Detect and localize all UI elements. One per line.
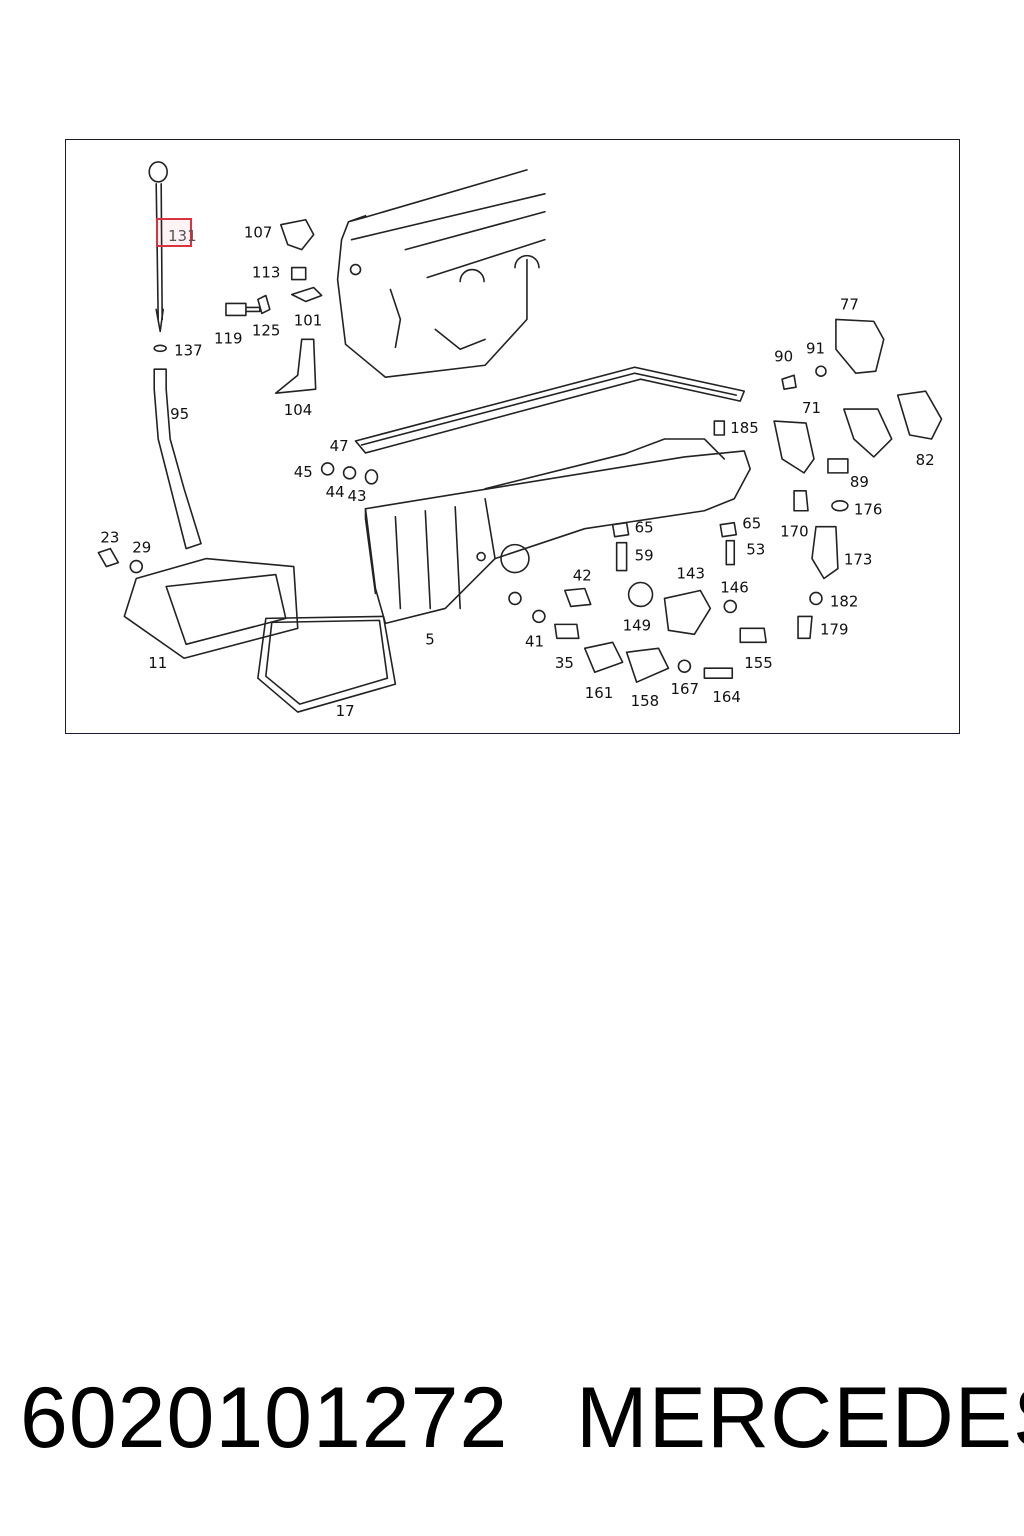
label-43: 43 <box>348 487 367 505</box>
brand-name: MERCEDES <box>576 1370 1024 1466</box>
label-17: 17 <box>336 702 355 720</box>
label-35: 35 <box>555 654 574 672</box>
label-179: 179 <box>820 620 849 638</box>
label-158: 158 <box>631 692 660 710</box>
label-82: 82 <box>916 451 935 469</box>
label-11: 11 <box>148 654 167 672</box>
hardware-drawings <box>97 218 943 683</box>
label-167: 167 <box>670 680 699 698</box>
label-176: 176 <box>854 501 883 519</box>
label-125: 125 <box>252 321 281 339</box>
label-44: 44 <box>326 483 345 501</box>
label-65b: 65 <box>742 515 761 533</box>
label-65a: 65 <box>635 519 654 537</box>
label-89: 89 <box>850 473 869 491</box>
valve-cover-drawing <box>123 557 397 713</box>
label-182: 182 <box>830 592 859 610</box>
label-29: 29 <box>132 539 151 557</box>
label-53: 53 <box>746 541 765 559</box>
dipstick-drawing <box>148 161 202 550</box>
label-164: 164 <box>712 688 741 706</box>
label-101: 101 <box>294 311 323 329</box>
label-42: 42 <box>573 567 592 585</box>
highlighted-part-label: 131 <box>168 227 197 245</box>
label-77: 77 <box>840 295 859 313</box>
label-119: 119 <box>214 329 243 347</box>
label-91: 91 <box>806 339 825 357</box>
label-170: 170 <box>780 523 809 541</box>
label-143: 143 <box>676 565 705 583</box>
label-137: 137 <box>174 341 203 359</box>
label-146: 146 <box>720 578 749 596</box>
label-155: 155 <box>744 654 773 672</box>
footer: 6020101272 MERCEDES <box>0 1368 1024 1468</box>
parts-diagram: 107 113 101 119 125 104 137 95 77 90 91 … <box>65 139 960 734</box>
label-59: 59 <box>635 547 654 565</box>
label-161: 161 <box>585 684 614 702</box>
part-labels: 107 113 101 119 125 104 137 95 77 90 91 … <box>100 224 934 720</box>
label-5: 5 <box>425 630 435 648</box>
label-47: 47 <box>330 437 349 455</box>
highlighted-part-box[interactable] <box>156 218 192 247</box>
label-173: 173 <box>844 551 873 569</box>
label-113: 113 <box>252 264 281 282</box>
label-23: 23 <box>100 529 119 547</box>
label-107: 107 <box>244 224 273 242</box>
oil-pan-gasket-drawing <box>354 366 746 454</box>
label-41: 41 <box>525 632 544 650</box>
engine-block-drawing <box>336 169 546 378</box>
label-185: 185 <box>730 419 759 437</box>
part-number: 6020101272 <box>20 1370 509 1466</box>
label-95: 95 <box>170 405 189 423</box>
label-90: 90 <box>774 347 793 365</box>
exploded-view-drawing: 107 113 101 119 125 104 137 95 77 90 91 … <box>97 161 943 720</box>
label-45: 45 <box>294 463 313 481</box>
label-71: 71 <box>802 399 821 417</box>
label-149: 149 <box>623 616 652 634</box>
label-104: 104 <box>284 401 313 419</box>
